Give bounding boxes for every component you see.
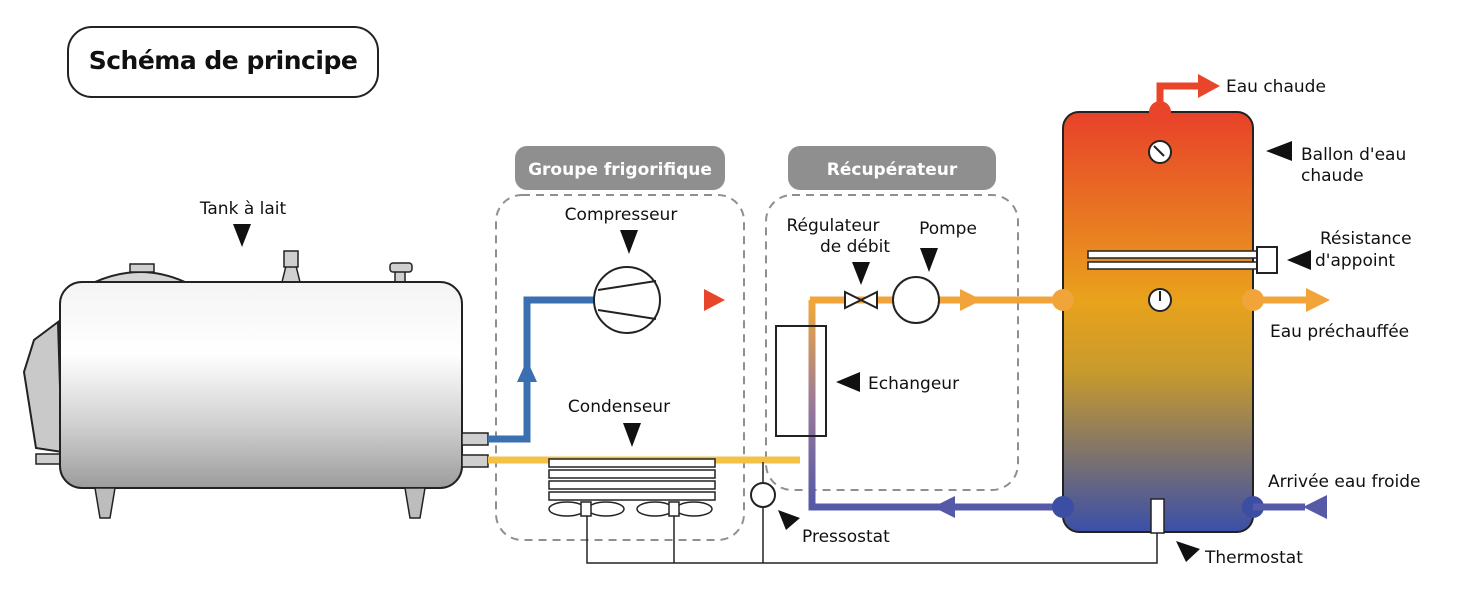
label-backup-heater-line2: d'appoint — [1315, 251, 1395, 271]
pump-icon — [892, 276, 940, 324]
return-pipe — [808, 300, 1063, 511]
exchanger — [775, 325, 827, 437]
label-compressor: Compresseur — [565, 205, 678, 225]
label-flow-regulator-line2: de débit — [820, 237, 890, 257]
flow-arrow-icon — [1303, 495, 1327, 519]
title-box: Schéma de principe — [67, 26, 379, 98]
cold-pipe — [488, 296, 594, 443]
flow-arrow-icon — [517, 360, 537, 382]
wiring — [586, 462, 1158, 564]
label-milk-tank: Tank à lait — [199, 199, 287, 219]
flow-arrow-icon — [1198, 74, 1220, 98]
arrow-pointer-icon — [1176, 541, 1200, 562]
flow-arrow-icon — [1306, 288, 1330, 312]
hot-water-pipe — [1156, 82, 1200, 112]
label-thermostat: Thermostat — [1204, 548, 1303, 568]
section-recuperator: Récupérateur — [765, 146, 1019, 491]
label-cold-water-in: Arrivée eau froide — [1268, 472, 1420, 492]
flow-arrow-icon — [933, 496, 955, 518]
arrow-pointer-icon — [233, 224, 251, 247]
label-hot-water-out: Eau chaude — [1226, 77, 1326, 97]
arrow-pointer-icon — [623, 423, 641, 447]
label-pressure-switch: Pressostat — [802, 527, 890, 547]
label-hot-water-tank-line2: chaude — [1301, 166, 1364, 186]
valve-icon — [844, 290, 878, 310]
hot-water-tank — [1062, 111, 1278, 534]
section-title-refrigeration: Groupe frigorifique — [528, 160, 712, 180]
pressure-switch — [750, 482, 776, 508]
condenser — [548, 458, 716, 517]
section-refrigeration-group: Groupe frigorifique — [495, 146, 745, 541]
label-flow-regulator-line1: Régulateur — [786, 216, 879, 236]
milk-tank — [22, 250, 489, 519]
arrow-pointer-icon — [852, 262, 870, 285]
fan-icon — [636, 501, 713, 517]
label-condenser: Condenseur — [568, 397, 670, 417]
arrow-pointer-icon — [1287, 250, 1311, 270]
section-title-recuperator: Récupérateur — [827, 160, 958, 180]
arrow-pointer-icon — [920, 248, 938, 272]
label-pump: Pompe — [919, 219, 977, 239]
label-preheated-water: Eau préchauffée — [1270, 322, 1409, 342]
arrow-pointer-icon — [836, 372, 860, 392]
label-backup-heater-line1: Résistance — [1320, 229, 1412, 249]
label-exchanger: Echangeur — [868, 374, 959, 394]
page-title: Schéma de principe — [89, 46, 358, 75]
return-port — [1052, 496, 1074, 518]
arrow-pointer-icon — [778, 510, 800, 530]
fan-icon — [548, 501, 625, 517]
flow-arrow-icon — [704, 289, 725, 311]
inlet-port — [1052, 289, 1074, 311]
arrow-pointer-icon — [620, 230, 638, 254]
compressor — [593, 266, 661, 334]
arrow-pointer-icon — [1266, 141, 1292, 161]
label-hot-water-tank-line1: Ballon d'eau — [1301, 145, 1406, 165]
flow-arrow-icon — [960, 289, 982, 311]
